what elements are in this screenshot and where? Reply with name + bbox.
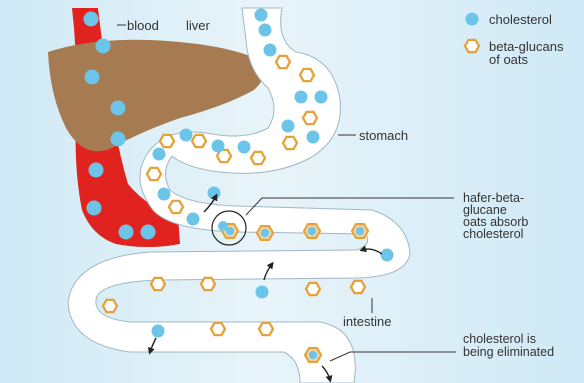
cholesterol-dot-icon [87, 201, 102, 216]
intestine-label: intestine [343, 314, 391, 329]
legend-cholesterol-label: cholesterol [489, 12, 552, 27]
cholesterol-dot-icon [96, 39, 111, 54]
cholesterol-dot-icon [466, 13, 479, 26]
liver-label: liver [186, 18, 211, 33]
beta-glucan-hexagon-icon [169, 201, 183, 213]
cholesterol-dot-icon [381, 249, 394, 262]
beta-glucan-hexagon-icon [147, 168, 161, 180]
blood-label: blood [127, 18, 159, 33]
beta-glucan-hexagon-icon [276, 56, 290, 68]
cholesterol-dot-icon [212, 140, 225, 153]
cholesterol-dot-icon [307, 131, 320, 144]
beta-glucan-hexagon-icon [306, 283, 320, 295]
cholesterol-dot-icon [264, 44, 277, 57]
beta-glucan-hexagon-icon [305, 348, 321, 362]
beta-glucan-hexagon-icon [351, 281, 365, 293]
cholesterol-dot-icon [180, 129, 193, 142]
beta-glucan-hexagon-icon [259, 323, 273, 335]
beta-glucan-hexagon-icon [211, 323, 225, 335]
beta-glucan-hexagon-icon [304, 224, 320, 238]
cholesterol-dot-icon [259, 24, 272, 37]
legend-beta-glucans-label: of oats [489, 52, 529, 67]
beta-glucan-hexagon-icon [283, 137, 297, 149]
cholesterol-dot-icon [282, 120, 295, 133]
cholesterol-dot-icon [187, 213, 200, 226]
elimination-label-line: cholesterol is [463, 332, 536, 346]
beta-glucan-hexagon-icon [303, 112, 317, 124]
beta-glucan-hexagon-icon [103, 300, 117, 312]
cholesterol-dot-icon [111, 101, 126, 116]
absorption-label: hafer-beta- glucane oats absorb choleste… [463, 191, 528, 241]
cholesterol-dot-icon [238, 141, 251, 154]
beta-glucan-hexagon-icon [251, 152, 265, 164]
cholesterol-dot-icon [89, 163, 104, 178]
cholesterol-dot-icon [208, 187, 221, 200]
cholesterol-dot-icon [218, 221, 228, 231]
cholesterol-dot-icon [255, 9, 268, 22]
cholesterol-dot-icon [295, 91, 308, 104]
beta-glucan-hexagon-icon [300, 69, 314, 81]
stomach-label: stomach [359, 128, 408, 143]
beta-glucan-hexagon-icon [160, 135, 174, 147]
absorption-label-line: cholesterol [463, 227, 523, 241]
beta-glucan-hexagon-icon [465, 40, 479, 52]
beta-glucan-hexagon-icon [257, 226, 273, 240]
beta-glucan-hexagon-icon [192, 135, 206, 147]
cholesterol-dot-icon [111, 132, 126, 147]
cholesterol-dot-icon [315, 91, 328, 104]
cholesterol-dot-icon [85, 70, 100, 85]
cholesterol-dot-icon [158, 188, 171, 201]
beta-glucan-hexagon-icon [151, 278, 165, 290]
beta-glucan-hexagon-icon [201, 278, 215, 290]
beta-glucan-hexagon-icon [352, 224, 368, 238]
cholesterol-dot-icon [256, 286, 269, 299]
cholesterol-dot-icon [152, 325, 165, 338]
cholesterol-dot-icon [141, 225, 156, 240]
cholesterol-dot-icon [84, 12, 99, 27]
cholesterol-dot-icon [119, 225, 134, 240]
elimination-label-line: being eliminated [463, 345, 554, 359]
cholesterol-dot-icon [153, 148, 166, 161]
